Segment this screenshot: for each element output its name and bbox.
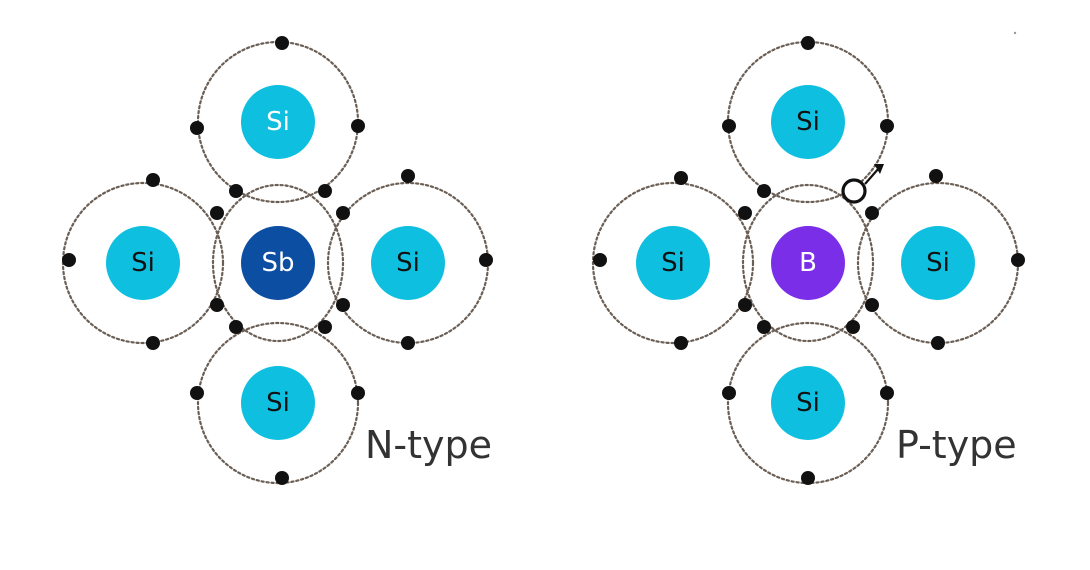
atom-label-bottom: Si — [266, 388, 290, 418]
electron — [801, 471, 815, 485]
electron — [929, 169, 943, 183]
electron — [190, 386, 204, 400]
n-type-caption: N-type — [365, 423, 492, 467]
electron — [1011, 253, 1025, 267]
electron — [738, 298, 752, 312]
electron — [401, 169, 415, 183]
electron — [210, 298, 224, 312]
electron — [931, 336, 945, 350]
silicon-atom-bottom — [771, 366, 845, 440]
p-type-lattice: Si Si Si Si B P-type — [591, 36, 1025, 485]
atom-label-center: B — [799, 248, 817, 278]
electron — [351, 386, 365, 400]
electron — [593, 253, 607, 267]
electron — [210, 206, 224, 220]
speck — [1013, 31, 1017, 35]
atom-label-right: Si — [396, 248, 420, 278]
electron — [722, 119, 736, 133]
electron — [865, 206, 879, 220]
electron — [318, 184, 332, 198]
antimony-atom-center — [241, 226, 315, 300]
electron — [674, 336, 688, 350]
silicon-atom-top — [241, 85, 315, 159]
p-type-caption: P-type — [896, 423, 1017, 467]
electron — [880, 119, 894, 133]
silicon-atom-bottom — [241, 366, 315, 440]
orbit-center-b — [741, 183, 875, 343]
electron — [738, 206, 752, 220]
electron — [146, 173, 160, 187]
electron — [674, 171, 688, 185]
electron — [336, 298, 350, 312]
silicon-atom-right — [901, 226, 975, 300]
electron — [336, 206, 350, 220]
hole-marker — [841, 178, 867, 204]
hole-arrowhead — [874, 164, 884, 174]
silicon-atom-left — [106, 226, 180, 300]
electron — [190, 121, 204, 135]
atom-label-bottom: Si — [796, 388, 820, 418]
electron — [146, 336, 160, 350]
atom-label-left: Si — [131, 248, 155, 278]
electron — [757, 184, 771, 198]
electron — [351, 119, 365, 133]
electron — [865, 298, 879, 312]
electron — [757, 320, 771, 334]
electron — [62, 253, 76, 267]
orbit-left-si — [591, 181, 755, 345]
atom-label-right: Si — [926, 248, 950, 278]
atom-label-top: Si — [796, 107, 820, 137]
silicon-atom-top — [771, 85, 845, 159]
electron — [229, 320, 243, 334]
electron — [880, 386, 894, 400]
silicon-atom-left — [636, 226, 710, 300]
electron — [275, 36, 289, 50]
boron-atom-center — [771, 226, 845, 300]
electron — [229, 184, 243, 198]
orbit-center-sb — [211, 183, 345, 343]
electron — [479, 253, 493, 267]
atom-label-center: Sb — [261, 248, 294, 278]
atom-label-top: Si — [266, 107, 290, 137]
electron — [401, 336, 415, 350]
electron — [846, 320, 860, 334]
electron — [318, 320, 332, 334]
silicon-atom-right — [371, 226, 445, 300]
atom-label-left: Si — [661, 248, 685, 278]
electron — [275, 471, 289, 485]
electron — [722, 386, 736, 400]
n-type-lattice: Si Si Si Si Sb N-type — [61, 36, 493, 485]
electron — [801, 36, 815, 50]
